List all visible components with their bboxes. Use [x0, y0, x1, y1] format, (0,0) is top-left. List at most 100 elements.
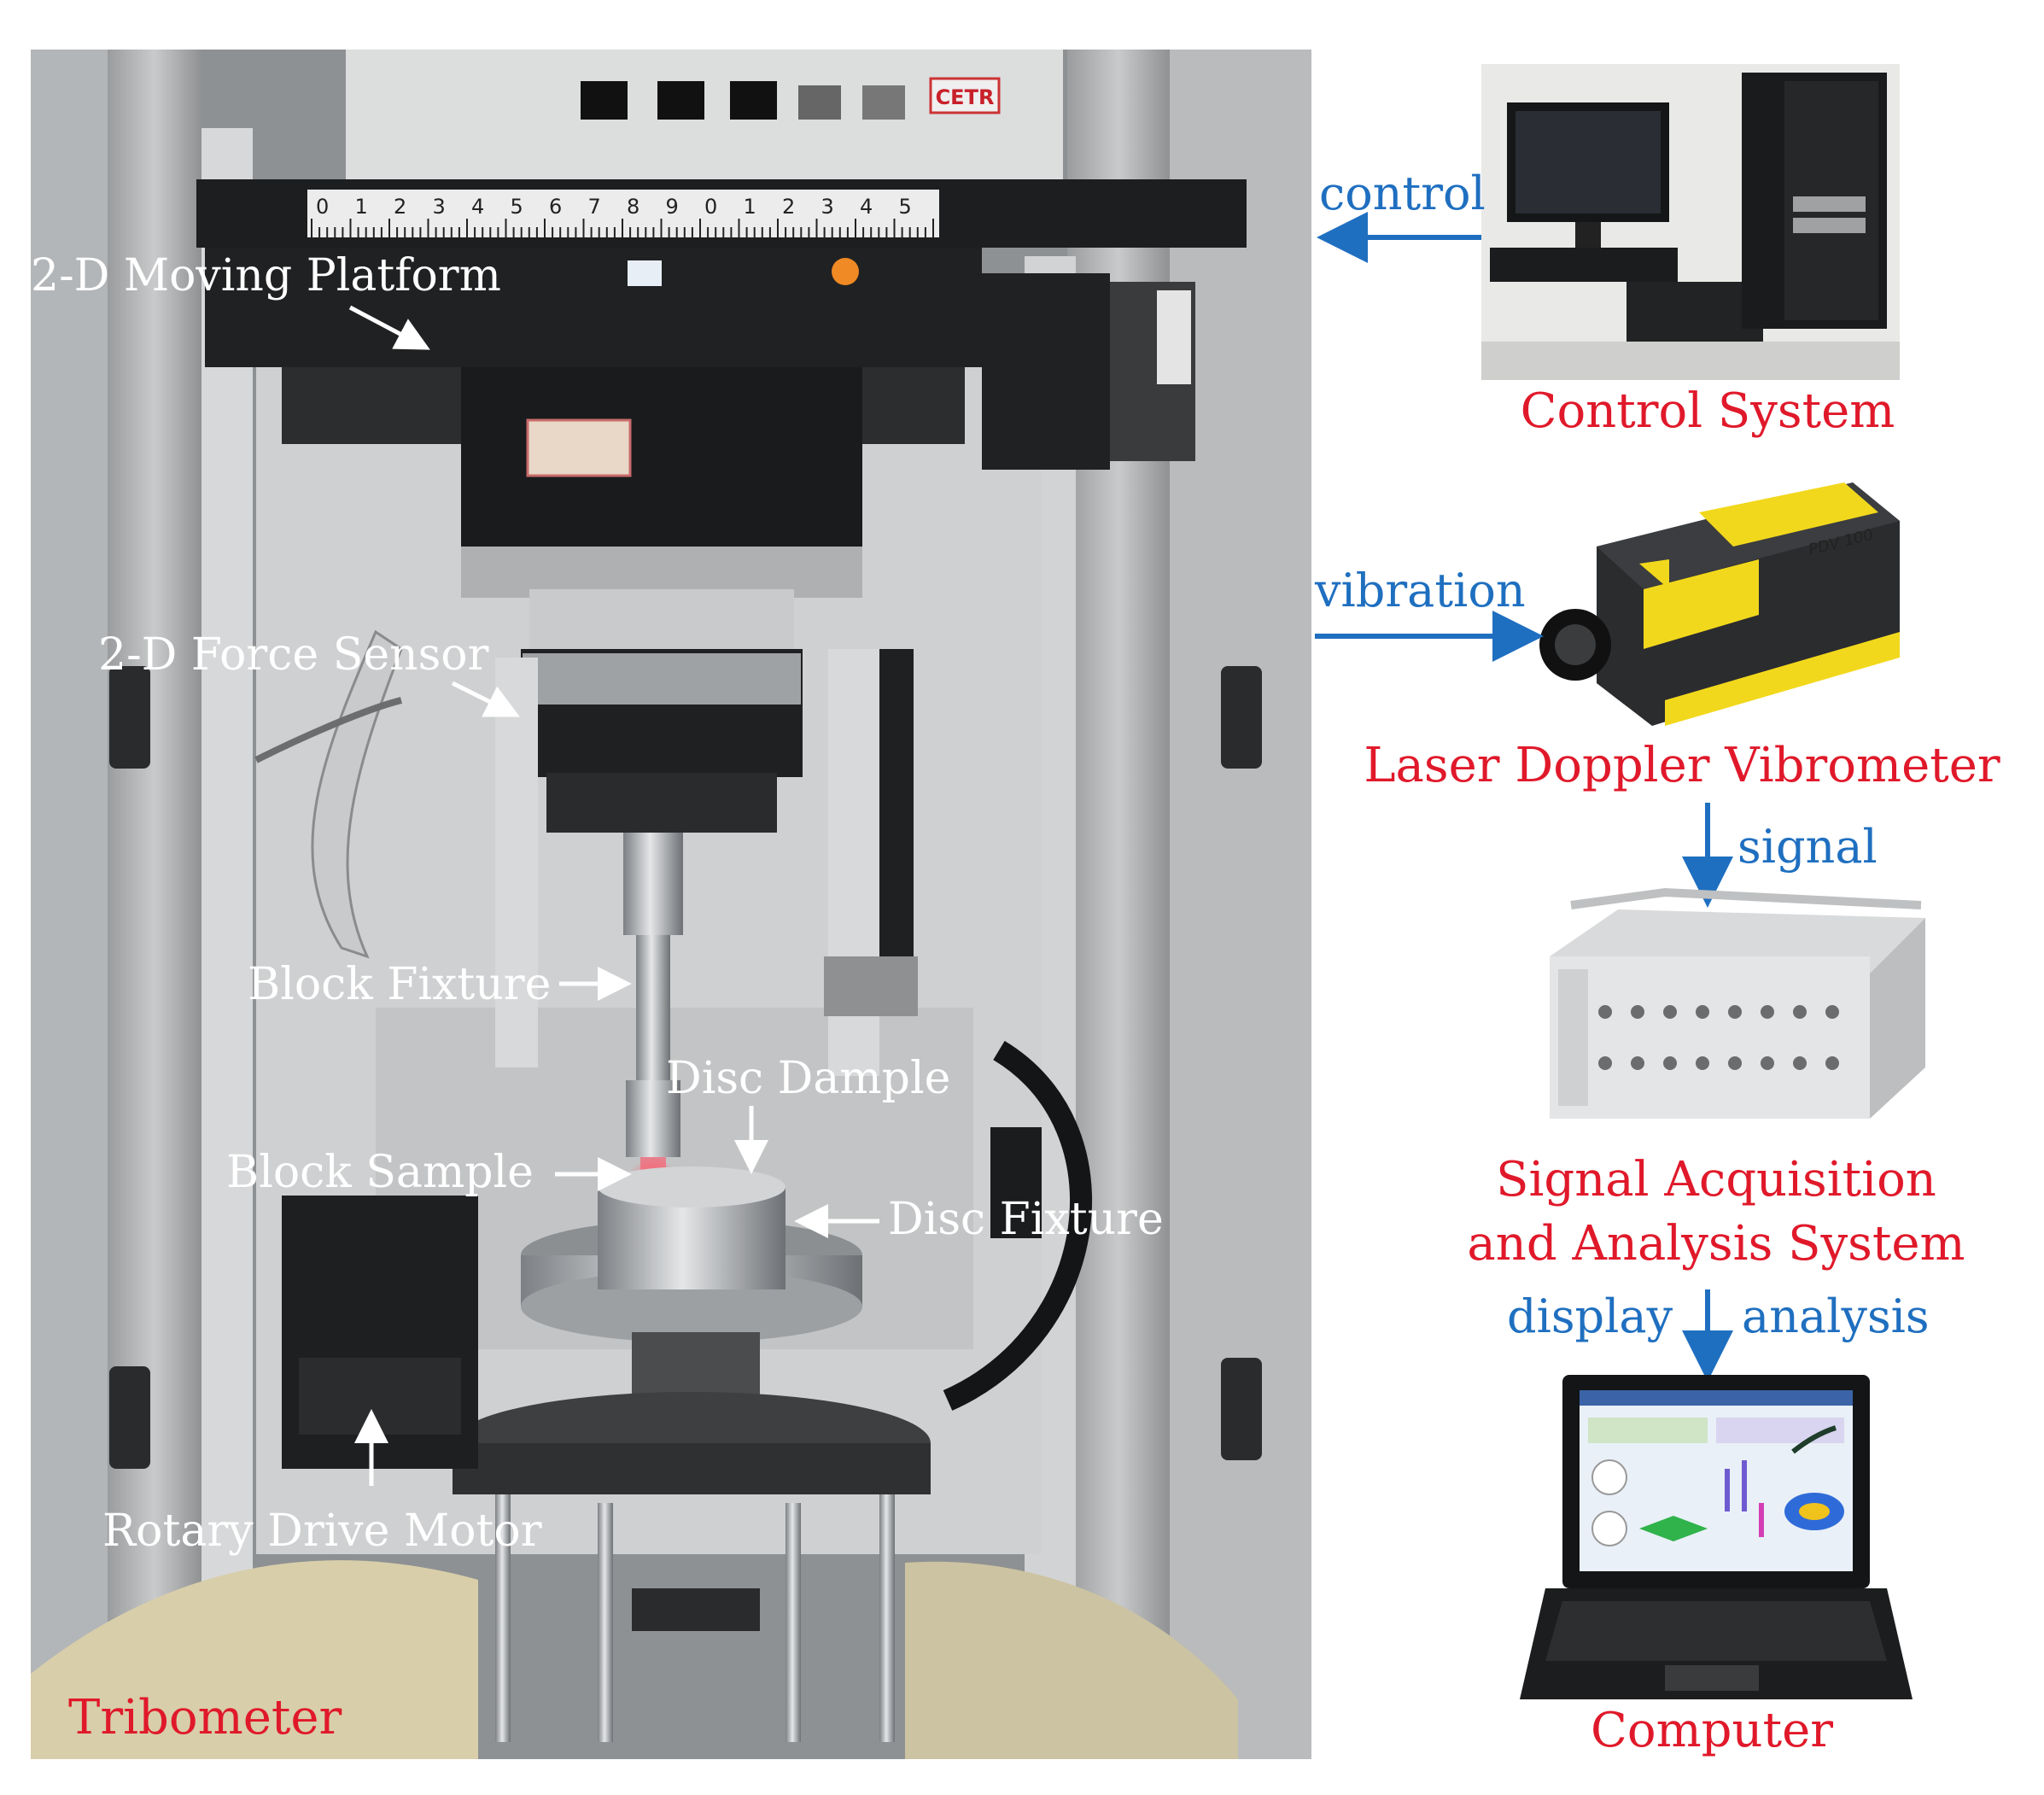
rail-shadow	[879, 649, 914, 1016]
label-analysis-arrow: analysis	[1742, 1289, 1930, 1343]
connector-box	[990, 1127, 1042, 1238]
motor-cable	[943, 1040, 1093, 1411]
control-system-photo: Control System	[1481, 64, 1900, 439]
label-vibrometer: Laser Doppler Vibrometer	[1364, 738, 2000, 793]
channel-connector	[1793, 1056, 1807, 1070]
screen-panel	[1588, 1418, 1708, 1443]
channel-connector	[1728, 1005, 1742, 1019]
block-holder	[626, 1080, 680, 1157]
rail-clamp	[824, 956, 918, 1016]
acquisition-front	[1550, 956, 1870, 1119]
scale-digit: 6	[549, 195, 562, 219]
left-wall	[31, 50, 108, 1759]
label-acquisition-line1: Signal Acquisition	[1496, 1152, 1936, 1207]
hinge	[1221, 1358, 1262, 1460]
channel-connector	[1793, 1005, 1807, 1019]
panel-button	[798, 85, 841, 120]
sensor-mount-lower	[529, 589, 794, 658]
channel-connector	[1761, 1056, 1774, 1070]
scale-digit: 1	[744, 195, 756, 219]
channel-connector	[1696, 1005, 1709, 1019]
scale-digit: 4	[860, 195, 873, 219]
vibrometer-photo: PDV 100 Laser Doppler Vibrometer	[1364, 482, 2000, 793]
laptop-touchpad	[1665, 1665, 1759, 1691]
tribometer-labels: 2-D Moving Platform 2-D Force Sensor Blo…	[31, 250, 1164, 1745]
rotary-motor-mount	[299, 1358, 461, 1435]
scale-ticks	[311, 219, 934, 237]
motor-label	[1157, 290, 1191, 384]
base-cloth	[905, 1561, 1238, 1759]
vibrometer-lens-inner	[1555, 624, 1596, 665]
carriage-block	[461, 367, 862, 564]
mouse-pad	[1626, 282, 1763, 342]
computer-photo: Computer	[1520, 1375, 1913, 1758]
stepper-motor	[982, 273, 1110, 470]
hinge	[109, 1366, 150, 1469]
support-post	[879, 1494, 895, 1742]
force-sensor-base	[546, 773, 777, 833]
screen-curve	[1791, 1425, 1837, 1454]
ribbon-cable	[311, 629, 403, 959]
label-tribometer: Tribometer	[68, 1690, 342, 1745]
screen-bar	[1759, 1503, 1764, 1537]
hinge	[109, 666, 150, 769]
scale-digit: 4	[471, 195, 484, 219]
channel-connector	[1598, 1005, 1612, 1019]
scale-digit: 0	[704, 195, 717, 219]
laser-warning-label	[1639, 559, 1669, 589]
label-disc-fixture: Disc Fixture	[888, 1194, 1164, 1245]
panel-button	[657, 81, 704, 120]
vibrometer-yellow-stripe	[1665, 632, 1900, 726]
base-cloth	[31, 1560, 478, 1759]
label-acquisition-line2: and Analysis System	[1467, 1216, 1965, 1272]
label-control-system: Control System	[1521, 383, 1895, 439]
channel-connector	[1663, 1005, 1677, 1019]
channel-connector	[1728, 1056, 1742, 1070]
label-rotary-motor: Rotary Drive Motor	[102, 1506, 542, 1557]
guide-rail	[495, 658, 538, 1067]
block-fixture-rod	[636, 935, 670, 1089]
indicator-light	[832, 258, 859, 285]
scale-digit: 1	[355, 195, 368, 219]
monitor-screen	[1515, 111, 1661, 213]
screen-plot	[1639, 1516, 1708, 1541]
panel-button	[730, 81, 777, 120]
label-moving-platform: 2-D Moving Platform	[31, 250, 501, 301]
screen-bar	[1725, 1469, 1730, 1511]
channel-connector	[1761, 1005, 1774, 1019]
acquisition-side	[1870, 918, 1925, 1119]
support-post	[598, 1503, 613, 1742]
label-control-arrow: control	[1319, 167, 1486, 220]
screen-titlebar	[1580, 1390, 1853, 1406]
desk-edge	[1481, 342, 1900, 380]
scale-digit: 0	[316, 195, 329, 219]
force-sensor-top	[523, 653, 801, 705]
sensor-wire	[254, 697, 402, 763]
scale-digit: 2	[782, 195, 795, 219]
brand-plate	[929, 77, 1001, 114]
vibrometer-yellow-top	[1699, 482, 1878, 547]
channel-connector	[1598, 1056, 1612, 1070]
label-display-arrow: display	[1507, 1289, 1673, 1343]
keyboard	[1490, 248, 1678, 282]
hinge	[1221, 666, 1262, 769]
fixture-connector	[623, 833, 683, 935]
support-post	[495, 1494, 511, 1742]
support-post	[785, 1503, 801, 1742]
gear	[632, 1588, 760, 1631]
label-computer: Computer	[1591, 1703, 1833, 1758]
channel-connector	[1631, 1056, 1644, 1070]
screen-gauge	[1591, 1511, 1627, 1547]
base-plate	[453, 1443, 931, 1494]
label-vibration-arrow: vibration	[1314, 564, 1526, 617]
scale-digit: 5	[899, 195, 912, 219]
platform-sticker	[628, 260, 662, 286]
scale-digit: 7	[588, 195, 601, 219]
acquisition-channels	[1598, 1005, 1839, 1070]
acquisition-photo: Signal Acquisition and Analysis System	[1467, 887, 1965, 1272]
screen-gauge	[1591, 1459, 1627, 1495]
channel-connector	[1696, 1056, 1709, 1070]
carriage-label	[526, 418, 632, 477]
